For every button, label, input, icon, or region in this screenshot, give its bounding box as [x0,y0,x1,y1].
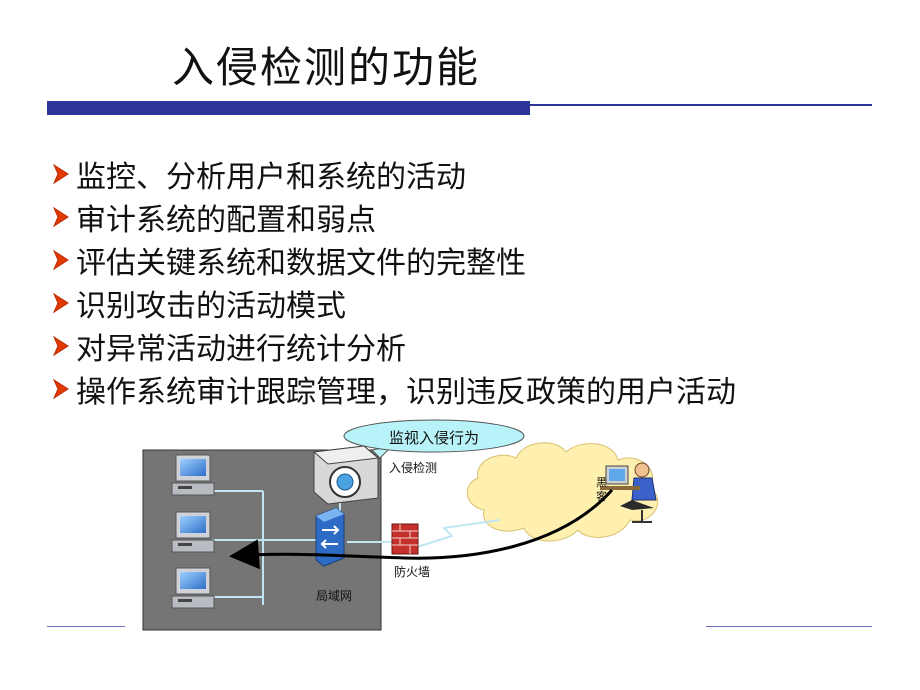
hacker-label-line1: 黑 [596,476,607,489]
bullet-item: 操作系统审计跟踪管理，识别违反政策的用户活动 [48,367,736,410]
bullet-item: 识别攻击的活动模式 [48,281,736,324]
hacker-icon [600,462,657,523]
firewall-label: 防火墙 [394,564,430,579]
title-underline-thick [47,101,530,115]
footer-rule-left [47,626,125,627]
hacker-label-line2: 客 [596,489,607,503]
bullet-arrow-icon [52,163,69,184]
bullet-arrow-icon [52,249,69,270]
bullet-text: 识别攻击的活动模式 [76,288,346,324]
bullet-item: 监控、分析用户和系统的活动 [48,152,736,195]
callout-text: 监视入侵行为 [389,429,479,447]
workstation-icon [171,454,215,496]
attack-arrow [229,488,614,570]
callout-bubble [343,419,525,459]
lan-label: 局域网 [316,589,352,603]
bullet-text: 对异常活动进行统计分析 [76,331,406,367]
bullet-text: 评估关键系统和数据文件的完整性 [76,245,526,281]
slide-title: 入侵检测的功能 [172,43,481,92]
bullet-text: 操作系统审计跟踪管理，识别违反政策的用户活动 [76,374,736,410]
firewall-icon [391,523,419,555]
wan-link [413,519,501,549]
bullet-arrow-icon [52,335,69,356]
title-underline-thin [530,104,872,106]
bullet-text: 审计系统的配置和弱点 [76,202,376,238]
bullet-text: 监控、分析用户和系统的活动 [76,159,466,195]
bullet-item: 审计系统的配置和弱点 [48,195,736,238]
bullet-item: 对异常活动进行统计分析 [48,324,736,367]
bullet-arrow-icon [52,292,69,313]
bullet-list: 监控、分析用户和系统的活动 审计系统的配置和弱点 评估关键系统和数据文件的完整性… [48,152,736,410]
bullet-item: 评估关键系统和数据文件的完整性 [48,238,736,281]
workstation-icon [171,567,215,609]
ids-sensor-icon [312,445,380,505]
workstation-icon [171,511,215,553]
bullet-arrow-icon [52,206,69,227]
switch-icon [315,507,345,567]
lan-cabling [212,490,392,605]
ids-label: 入侵检测 [389,460,437,475]
bullet-arrow-icon [52,378,69,399]
footer-rule-right [706,626,872,627]
